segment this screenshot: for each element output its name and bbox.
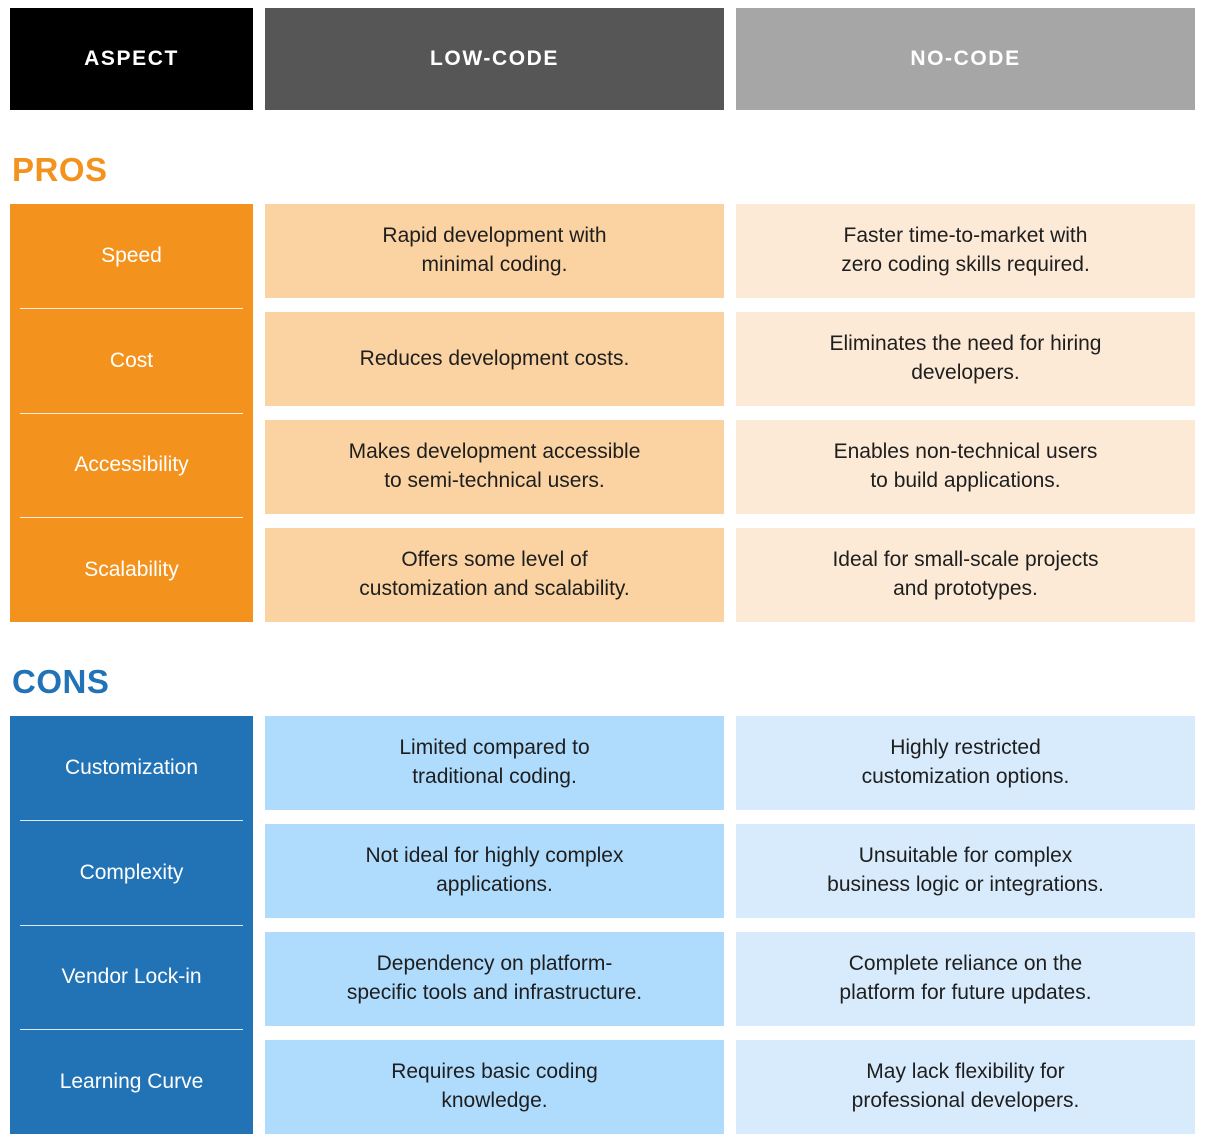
pros-low-code-column: Rapid development with minimal coding. R… xyxy=(265,204,724,622)
table-cell: Dependency on platform- specific tools a… xyxy=(265,932,724,1026)
cons-aspect-vendor-lock-in: Vendor Lock-in xyxy=(10,926,253,1030)
aspect-label: Accessibility xyxy=(74,453,189,477)
table-cell: Offers some level of customization and s… xyxy=(265,528,724,622)
table-cell: Complete reliance on the platform for fu… xyxy=(736,932,1195,1026)
pros-section-title: PROS xyxy=(12,151,108,188)
table-cell: Highly restricted customization options. xyxy=(736,716,1195,810)
aspect-divider xyxy=(20,1029,243,1031)
pros-aspect-scalability: Scalability xyxy=(10,518,253,622)
pros-aspect-accessibility: Accessibility xyxy=(10,414,253,518)
table-header-row: ASPECT LOW-CODE NO-CODE xyxy=(10,8,1196,110)
aspect-divider xyxy=(20,412,243,414)
aspect-label: Cost xyxy=(109,348,154,372)
aspect-label: Learning Curve xyxy=(59,1070,204,1094)
table-cell: May lack flexibility for professional de… xyxy=(736,1040,1195,1134)
aspect-label: Speed xyxy=(101,243,162,267)
pros-no-code-column: Faster time-to-market with zero coding s… xyxy=(736,204,1195,622)
table-cell: Rapid development with minimal coding. xyxy=(265,204,724,298)
table-cell: Ideal for small-scale projects and proto… xyxy=(736,528,1195,622)
pros-aspect-speed: Speed xyxy=(10,204,253,308)
header-cell-aspect: ASPECT xyxy=(10,8,253,110)
aspect-divider xyxy=(20,307,243,309)
aspect-label: Customization xyxy=(64,755,199,779)
cons-aspect-column: Customization Complexity Vendor Lock-in … xyxy=(10,716,253,1134)
table-cell: Reduces development costs. xyxy=(265,312,724,406)
pros-table: Speed Cost Accessibility Scalability Rap… xyxy=(10,204,1196,622)
table-cell: Unsuitable for complex business logic or… xyxy=(736,824,1195,918)
pros-aspect-cost: Cost xyxy=(10,309,253,413)
cons-section-title: CONS xyxy=(12,663,110,700)
table-cell: Eliminates the need for hiring developer… xyxy=(736,312,1195,406)
aspect-divider xyxy=(20,517,243,519)
cons-no-code-column: Highly restricted customization options.… xyxy=(736,716,1195,1134)
cons-aspect-customization: Customization xyxy=(10,716,253,820)
cons-aspect-complexity: Complexity xyxy=(10,821,253,925)
header-low-code-label: LOW-CODE xyxy=(429,47,560,70)
cons-low-code-column: Limited compared to traditional coding. … xyxy=(265,716,724,1134)
table-cell: Not ideal for highly complex application… xyxy=(265,824,724,918)
aspect-divider xyxy=(20,819,243,821)
pros-aspect-column: Speed Cost Accessibility Scalability xyxy=(10,204,253,622)
table-cell: Makes development accessible to semi-tec… xyxy=(265,420,724,514)
cons-aspect-learning-curve: Learning Curve xyxy=(10,1030,253,1134)
header-no-code-label: NO-CODE xyxy=(910,47,1021,70)
table-cell: Requires basic coding knowledge. xyxy=(265,1040,724,1134)
cons-table: Customization Complexity Vendor Lock-in … xyxy=(10,716,1196,1134)
aspect-label: Vendor Lock-in xyxy=(61,965,202,989)
aspect-divider xyxy=(20,924,243,926)
table-cell: Limited compared to traditional coding. xyxy=(265,716,724,810)
aspect-label: Complexity xyxy=(79,860,184,884)
header-cell-low-code: LOW-CODE xyxy=(265,8,724,110)
table-cell: Faster time-to-market with zero coding s… xyxy=(736,204,1195,298)
table-cell: Enables non-technical users to build app… xyxy=(736,420,1195,514)
header-cell-no-code: NO-CODE xyxy=(736,8,1195,110)
header-aspect-label: ASPECT xyxy=(84,47,179,70)
aspect-label: Scalability xyxy=(84,558,179,582)
